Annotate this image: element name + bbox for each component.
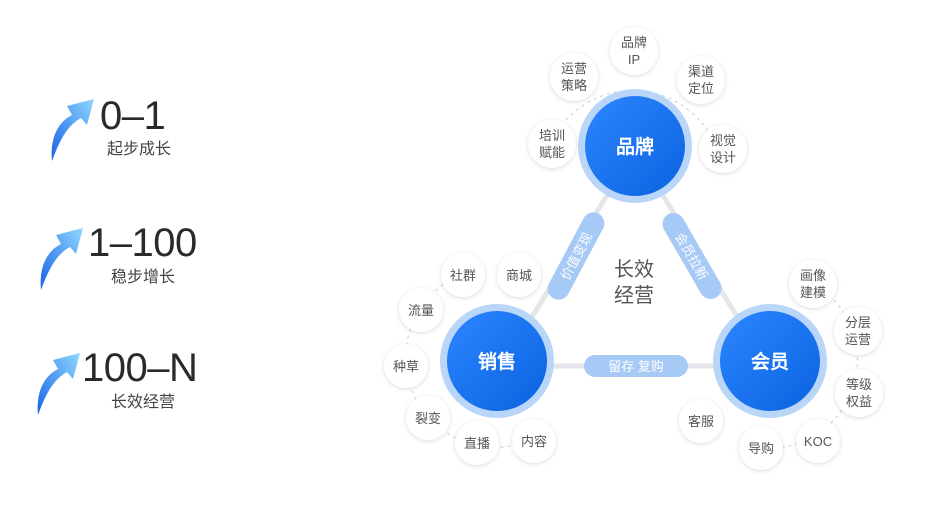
svg-text:运营: 运营 [845, 332, 871, 347]
svg-text:KOC: KOC [804, 434, 832, 449]
center-line-2: 经营 [614, 284, 654, 307]
satellites-sales: 社群 商城 流量 种草 裂变 直播 [384, 253, 556, 465]
svg-text:设计: 设计 [710, 150, 736, 165]
svg-text:IP: IP [628, 52, 640, 67]
svg-text:画像: 画像 [800, 268, 826, 283]
link-pill-brand-sales: 价值变现 [547, 212, 605, 300]
svg-text:渠道: 渠道 [688, 64, 714, 79]
node-label: 会员 [751, 350, 789, 373]
stage-range: 100–N [82, 346, 198, 390]
satellite-item: 流量 [399, 288, 443, 332]
satellites-member: 画像 建模 分层 运营 等级 权益 KOC 导购 [679, 260, 883, 470]
satellite-item: KOC [796, 419, 840, 463]
center-label: 长效 经营 [614, 258, 654, 307]
svg-text:品牌: 品牌 [621, 35, 647, 50]
svg-text:运营: 运营 [561, 61, 587, 76]
satellite-item: 培训 赋能 [528, 120, 576, 168]
node-sales: 销售 [440, 304, 554, 418]
node-label: 品牌 [616, 135, 654, 158]
center-line-1: 长效 [614, 258, 654, 281]
svg-text:等级: 等级 [846, 377, 872, 392]
satellite-item: 视觉 设计 [699, 125, 747, 173]
svg-text:视觉: 视觉 [710, 133, 736, 148]
satellite-item: 内容 [512, 419, 556, 463]
svg-text:商城: 商城 [506, 268, 532, 283]
svg-text:定位: 定位 [688, 81, 714, 96]
up-curved-arrow-icon [51, 99, 94, 161]
up-curved-arrow-icon [37, 353, 80, 415]
svg-text:导购: 导购 [748, 441, 774, 456]
stage-range: 1–100 [88, 221, 197, 265]
satellites-brand: 培训 赋能 运营 策略 品牌 IP 渠道 定位 视觉 设计 [528, 27, 747, 173]
svg-text:社群: 社群 [450, 268, 476, 283]
stage-label: 长效经营 [111, 394, 176, 411]
satellite-item: 客服 [679, 399, 723, 443]
link-pill-brand-member: 会员拉新 [662, 212, 722, 300]
svg-text:培训: 培训 [539, 128, 565, 143]
stage-range: 0–1 [100, 94, 166, 138]
svg-text:种草: 种草 [393, 359, 419, 374]
satellite-item: 分层 运营 [834, 307, 882, 355]
svg-text:权益: 权益 [846, 394, 872, 409]
node-label: 销售 [478, 350, 516, 373]
satellite-item: 导购 [739, 426, 783, 470]
svg-text:裂变: 裂变 [415, 411, 441, 426]
link-label: 留存 复购 [608, 359, 664, 374]
satellite-item: 等级 权益 [835, 369, 883, 417]
satellite-item: 种草 [384, 344, 428, 388]
svg-text:内容: 内容 [521, 434, 547, 449]
satellite-item: 渠道 定位 [677, 56, 725, 104]
satellite-item: 裂变 [406, 396, 450, 440]
satellite-item: 品牌 IP [610, 27, 658, 75]
node-member: 会员 [713, 304, 827, 418]
satellite-item: 直播 [455, 421, 499, 465]
satellite-item: 运营 策略 [550, 53, 598, 101]
satellite-item: 社群 [441, 253, 485, 297]
link-pill-sales-member: 留存 复购 [584, 355, 688, 377]
stage-label: 稳步增长 [111, 269, 176, 286]
node-brand: 品牌 [578, 89, 692, 203]
svg-text:建模: 建模 [800, 285, 826, 300]
up-curved-arrow-icon [40, 228, 83, 290]
svg-text:直播: 直播 [464, 436, 490, 451]
svg-text:流量: 流量 [408, 303, 434, 318]
satellite-item: 画像 建模 [789, 260, 837, 308]
svg-text:分层: 分层 [845, 315, 871, 330]
svg-text:赋能: 赋能 [539, 145, 565, 160]
stage-label: 起步成长 [107, 141, 172, 158]
satellite-item: 商城 [497, 253, 541, 297]
svg-text:客服: 客服 [688, 414, 714, 429]
svg-text:策略: 策略 [561, 78, 587, 93]
